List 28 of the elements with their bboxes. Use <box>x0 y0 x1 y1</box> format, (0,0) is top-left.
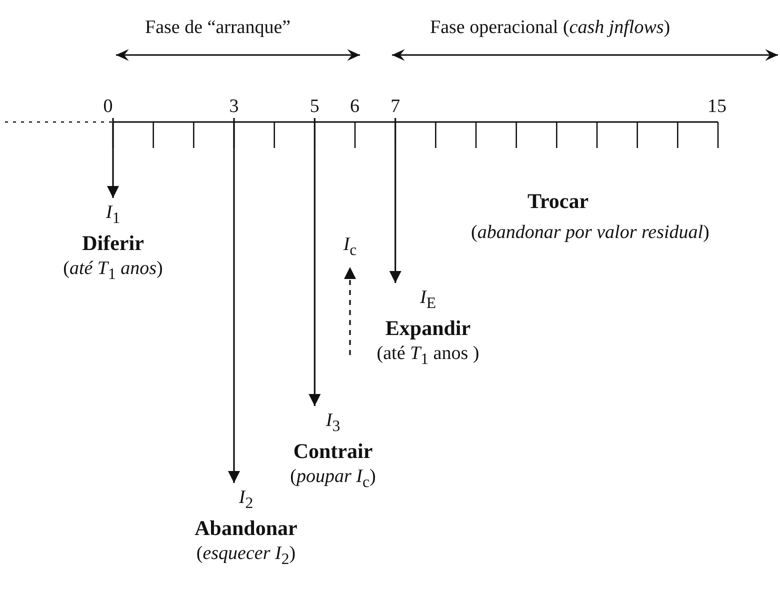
tick-label: 3 <box>229 96 239 118</box>
option-title: Contrair <box>293 438 373 464</box>
investment-symbol: I$_{3}$ <box>326 409 340 437</box>
investment-symbol: I$_{E}$ <box>420 286 436 314</box>
option-title: Abandonar <box>194 516 298 541</box>
option-note: (até T$_{1}$ anos ) <box>376 342 480 370</box>
option-title: Diferir <box>82 230 144 256</box>
tick-label: 7 <box>390 96 400 118</box>
arrow <box>389 118 402 283</box>
option-note: (abandonar por valor residual) <box>471 222 710 244</box>
tick-label: 0 <box>103 96 113 118</box>
arrow <box>228 118 240 483</box>
option-title: Expandir <box>385 316 471 341</box>
phase-label: Fase de “arranque” <box>145 17 291 39</box>
tick-label: 6 <box>350 96 360 118</box>
arrow <box>344 267 356 355</box>
option-note: (esquecer I$_{2}$) <box>196 542 296 570</box>
arrow <box>308 118 321 406</box>
investment-symbol: I$_{2}$ <box>238 486 254 514</box>
tick-label: 5 <box>310 96 320 118</box>
option-note: (até T$_{1}$ anos) <box>63 256 163 285</box>
tick-label: 15 <box>708 96 726 118</box>
option-title: Trocar <box>528 190 589 212</box>
phase-label: Fase operacional (cash jnflows) <box>430 17 670 39</box>
investment-symbol: I$_{c}$ <box>343 233 357 261</box>
option-note: (poupar I$_{c}$) <box>290 464 376 493</box>
arrow <box>107 118 119 198</box>
investment-symbol: I$_{1}$ <box>106 201 120 229</box>
